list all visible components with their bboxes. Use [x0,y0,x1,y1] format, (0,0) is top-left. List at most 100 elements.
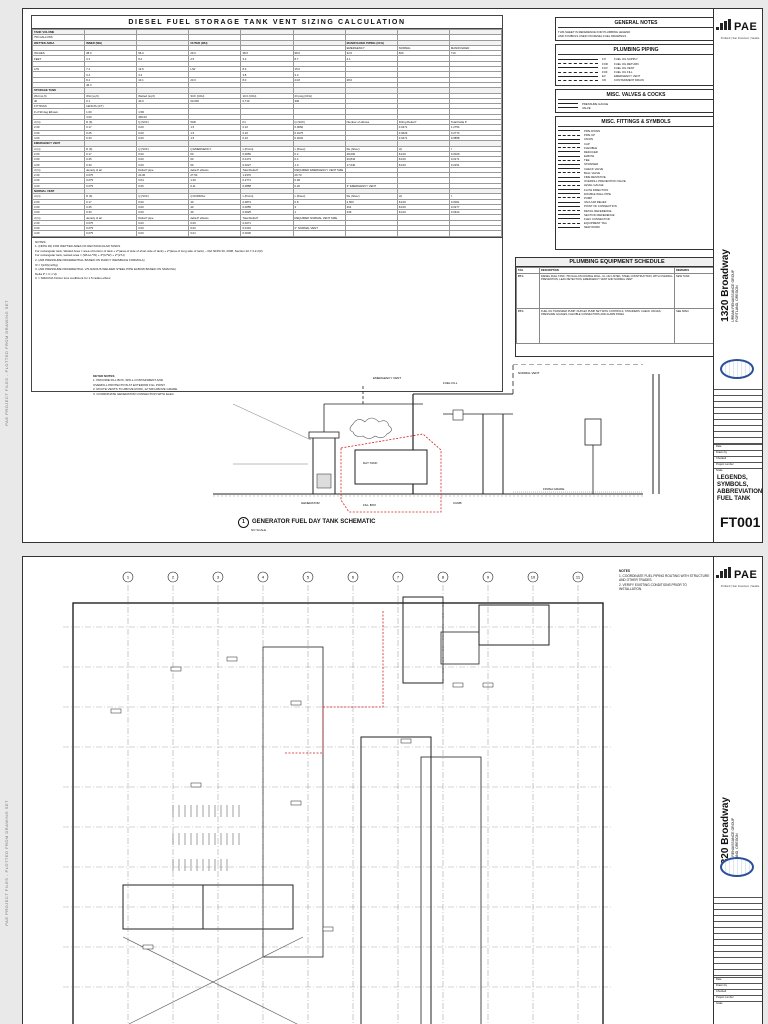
fitting-symbol-icon [558,218,580,220]
schedule-remarks: NEW TANK [674,273,718,309]
margin-stamp: PAE PROJECT FILES - PLOTTED FROM DRAWING… [4,300,9,426]
legend-fitting-item: PIPE DOWN [558,129,714,133]
title-block-line [714,897,762,903]
legend-fitting-item: TEE [558,158,714,162]
title-block-line [714,909,762,915]
plan-note: INSTALLATION. [619,587,643,592]
schematic-label: FINISH GRADE [543,487,564,491]
fitting-description: UNION [584,137,594,142]
legend-fitting-item: FLEX CONNECTOR [558,217,714,221]
sheet-title: LEGENDS, SYMBOLS, ABBREVIATIONS, FUEL TA… [717,475,763,502]
title-field: Date [714,444,762,450]
fitting-description: SECTION REFERENCE [584,212,615,217]
title-block-line [714,933,762,939]
calc-title: DIESEL FUEL STORAGE TANK VENT SIZING CAL… [32,16,502,29]
title-block-line [714,407,762,413]
title-block-2: PAE Portland | San Francisco | Seattle 1… [713,557,762,1024]
title-block-line [714,957,762,963]
title-block-line [714,951,762,957]
legend-fitting-item: PIPE UP [558,133,714,137]
fitting-symbol-icon [558,143,580,145]
fitting-description: POINT OF CONNECTION [584,204,617,209]
drawing-sheet-ft001: DIESEL FUEL STORAGE TANK VENT SIZING CAL… [22,8,763,543]
fitting-symbol-icon [558,151,580,153]
title-field: Checked [714,456,762,462]
fitting-symbol-icon [558,138,580,140]
grid-label: 3 [217,575,220,580]
title-block-line [714,413,762,419]
pipe-code: FOF [602,70,608,75]
fitting-description: FLEX CONNECTOR [584,216,610,221]
fitting-symbol-icon [558,130,580,132]
title-field: Scale [714,468,762,474]
schematic-label: EMERGENCY VENT [373,376,401,380]
valve-symbol-icon [558,103,578,105]
table-row: STORAGE TANK [32,87,502,94]
margin-stamp-lower: PAE PROJECT FILES - PLOTTED FROM DRAWING… [4,800,9,926]
legend-valve-item: PRESSURE GAUGE [558,102,714,106]
grid-bubble [122,571,134,583]
fitting-description: LEVEL GAUGE [584,183,604,188]
fitting-symbol-icon [558,134,580,136]
pipe-line-symbol [558,75,598,77]
grid-label: 4 [262,575,265,580]
note-line: For rectangular tank, Wetted Area = area… [35,248,263,253]
fitting-description: FLEXIBLE [584,145,598,150]
fitting-description: FIRE RESISTIVE [584,175,606,180]
grid-bubble [257,571,269,583]
title-field: Checked [714,989,762,995]
grid-label: 7 [397,575,400,580]
fitting-description: OVERFILL PREVENTION VALVE [584,179,626,184]
fitting-symbol-icon [558,180,580,182]
valves-title: MISC. VALVES & COCKS [558,92,714,100]
grid-bubble [572,571,584,583]
title-block-line [714,969,762,975]
table-row: WH (sq ft)WH (sq ft)Wetted (sq ft)SCF (C… [32,92,502,99]
fuel-route-redline [285,611,384,754]
fitting-description: DETAIL REFERENCE [584,208,612,213]
fitting-description: BALL VALVE [584,170,601,175]
grid-label: 11 [576,575,581,580]
grid-label: 9 [487,575,490,580]
pipe-line-symbol [558,79,598,81]
table-cell: REQUIRED EMERGENCY VENT SIZE [292,166,346,174]
fitting-description: PIPE DOWN [584,128,601,133]
project-name: 1320 Broadway [720,249,731,322]
general-note-text: AND SYMBOLS USED ON DIESEL FUEL DRAWINGS [558,34,627,39]
engineer-seal-2 [720,857,754,877]
title-block-line [714,903,762,909]
legend-fitting-item: CHECK VALVE [558,167,714,171]
fitting-symbol-icon [558,193,580,195]
title-block-line [714,963,762,969]
note-line: For rectangular tank, wetted area = (WH+… [35,253,125,258]
title-block-line [714,939,762,945]
legend-fitting-item: OVERFILL PREVENTION VALVE [558,179,714,183]
fitting-description: DOUBLE WALL PIPE [584,191,611,196]
pipe-code: EV [602,74,606,79]
title-field: Drawn by [714,983,762,989]
fitting-description: PIPE UP [584,133,596,138]
valve-description: PRESSURE GAUGE [582,101,609,106]
legend-fitting-item: DOUBLE WALL PIPE [558,192,714,196]
schematic-label: DAY TANK [363,461,377,465]
table-cell: 0.00 [136,230,190,237]
schematic-keyed-notes: KEYED NOTES 1. PROVIDE FILL BOX, SPILL C… [93,374,223,396]
legend-fitting-item: BALL VALVE [558,171,714,175]
legend-fitting-item: UNION [558,137,714,141]
fitting-description: NEW WORK [584,225,601,230]
grid-label: 6 [352,575,355,580]
project-info: 1320 Broadway URBAN RENAISSANCE GROUP PO… [720,249,739,322]
pae-logo-2: PAE Portland | San Francisco | Seattle [716,561,760,591]
legend-fitting-item: ELBOW [558,154,714,158]
